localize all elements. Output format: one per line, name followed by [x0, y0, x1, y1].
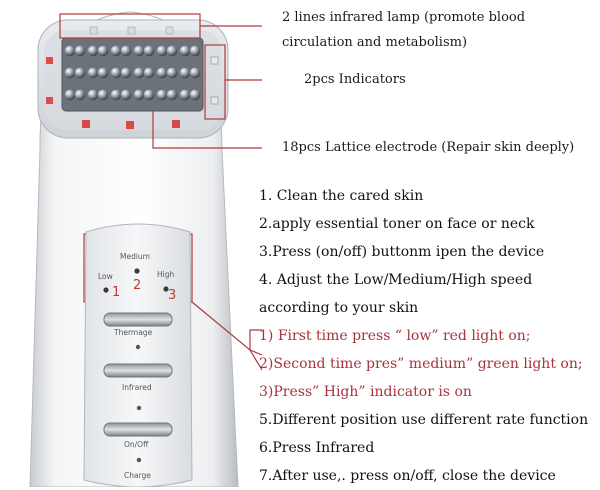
electrode-ball [133, 67, 145, 79]
step-4: 4. Adjust the Low/Medium/High speed [259, 272, 533, 288]
infrared-button[interactable] [103, 363, 173, 378]
step-4-cont: according to your skin [259, 300, 419, 316]
level-num-3: 3 [168, 288, 176, 303]
lamp-callout-text-2: circulation and metabolism) [282, 35, 468, 50]
charge-indicator [136, 457, 142, 463]
electrode-ball [143, 67, 155, 79]
level-high-label: High [157, 270, 174, 279]
level-num-1: 1 [112, 285, 120, 300]
electrode-ball [74, 89, 86, 101]
electrode-ball [179, 45, 191, 57]
electrode-ball [156, 89, 168, 101]
level-low-dot [103, 287, 109, 293]
thermage-indicator [135, 344, 141, 350]
electrode-ball [87, 45, 99, 57]
step-low-red: 1) First time press “ low” red light on; [259, 328, 531, 344]
lattice-electrode [64, 45, 201, 101]
electrode-ball [179, 89, 191, 101]
electrode-ball [133, 89, 145, 101]
charge-label: Charge [124, 471, 151, 480]
electrode-ball [87, 67, 99, 79]
infrared-lamp-top [89, 26, 174, 35]
electrode-ball [189, 89, 201, 101]
electrode-ball [87, 89, 99, 101]
level-title: Medium [120, 252, 150, 261]
electrode-ball [166, 67, 178, 79]
instruction-steps: 1. Clean the cared skin 2.apply essentia… [259, 182, 588, 490]
level-num-2: 2 [133, 278, 141, 293]
electrode-ball [143, 45, 155, 57]
callout-lines [59, 13, 263, 371]
step-1: 1. Clean the cared skin [259, 188, 424, 204]
step-high: 3)Press” High” indicator is on [259, 384, 472, 400]
electrode-ball [97, 67, 109, 79]
indicator-lights [46, 56, 219, 105]
indicators-callout-text: 2pcs Indicators [304, 72, 406, 87]
electrode-ball [110, 89, 122, 101]
electrode-ball [189, 67, 201, 79]
electrode-ball [120, 67, 132, 79]
level-high-dot [163, 286, 169, 292]
electrode-ball [110, 67, 122, 79]
electrode-ball [166, 89, 178, 101]
step-medium-green: 2)Second time pres” medium” green light … [259, 356, 583, 372]
lamp-callout-text-1: 2 lines infrared lamp (promote blood [282, 10, 526, 25]
level-low-label: Low [98, 272, 113, 281]
electrode-ball [179, 67, 191, 79]
onoff-label: On/Off [124, 440, 149, 449]
infrared-indicator [136, 405, 142, 411]
thermage-label: Thermage [113, 328, 153, 337]
electrode-ball [189, 45, 201, 57]
electrode-ball [143, 89, 155, 101]
electrode-ball [74, 45, 86, 57]
electrode-ball [64, 89, 76, 101]
thermage-button[interactable] [103, 312, 173, 327]
electrode-ball [97, 45, 109, 57]
electrode-callout-text: 18pcs Lattice electrode (Repair skin dee… [282, 140, 575, 155]
electrode-ball [133, 45, 145, 57]
electrode-ball [120, 89, 132, 101]
electrode-ball [156, 67, 168, 79]
electrode-ball [64, 45, 76, 57]
step-5: 5.Different position use different rate … [259, 412, 589, 428]
electrode-ball [156, 45, 168, 57]
electrode-ball [110, 45, 122, 57]
onoff-button[interactable] [103, 422, 173, 437]
electrode-ball [120, 45, 132, 57]
electrode-ball [64, 67, 76, 79]
step-2: 2.apply essential toner on face or neck [259, 216, 535, 232]
step-3: 3.Press (on/off) buttonm ipen the device [259, 244, 545, 260]
infrared-lamp-bottom [82, 120, 180, 129]
indicator-callout-box [204, 44, 226, 120]
electrode-ball [74, 67, 86, 79]
infrared-label: Infrared [122, 383, 152, 392]
step-6: 6.Press Infrared [259, 440, 375, 456]
level-medium-dot [134, 268, 140, 274]
electrode-ball [166, 45, 178, 57]
step-7: 7.After use,. press on/off, close the de… [259, 468, 556, 484]
electrode-ball [97, 89, 109, 101]
